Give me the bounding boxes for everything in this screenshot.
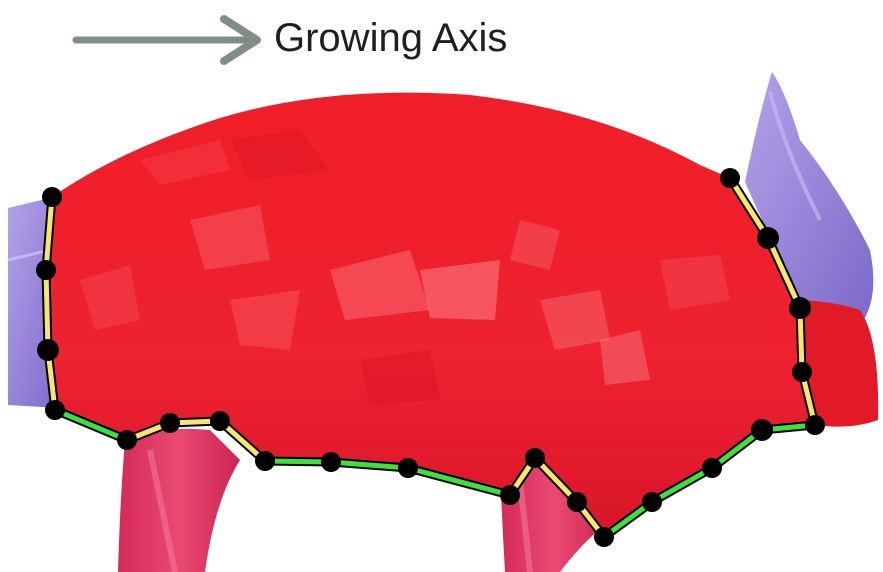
vertex [36,260,56,280]
vertex [321,452,341,472]
vertex [160,413,180,433]
vertex [42,187,62,207]
vertex [805,415,825,435]
vertex [642,492,662,512]
vertex [398,458,418,478]
growing-axis-label: Growing Axis [274,16,507,61]
vertex [757,227,779,249]
vertex [702,458,722,478]
vertex [792,362,812,382]
vertex [500,485,520,505]
vertex [117,430,137,450]
vertex [525,448,545,468]
vertex [751,419,773,441]
vertex [789,297,811,319]
growing-axis-arrow [76,19,257,61]
vertex [210,411,230,431]
vertex [720,168,740,188]
vertex [255,451,275,471]
vertex [45,400,65,420]
vertex [37,339,59,361]
vertex [594,527,614,547]
vertex [567,492,587,512]
